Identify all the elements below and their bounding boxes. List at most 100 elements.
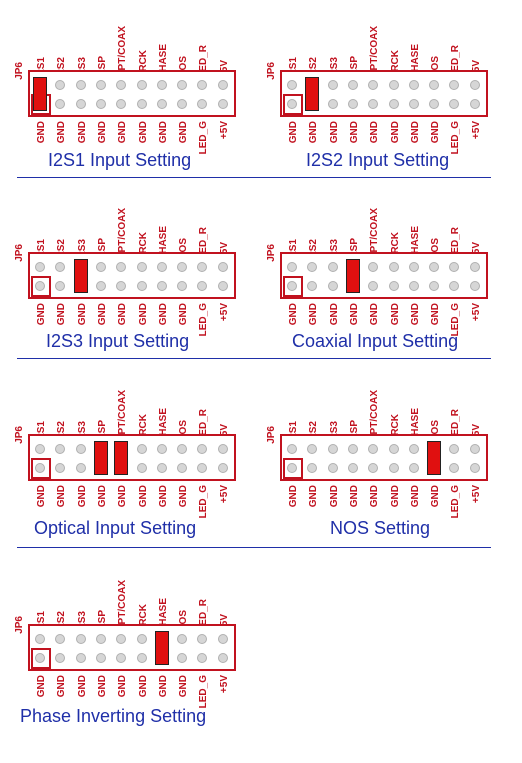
header-pin <box>136 653 147 663</box>
connector-label: JP6 <box>14 616 25 634</box>
pin-label-bottom: GND <box>96 485 108 508</box>
header-pin <box>75 463 86 473</box>
pin-label-bottom: GND <box>348 485 360 508</box>
jumper-shunt <box>427 441 442 475</box>
header-pin <box>136 281 147 291</box>
header-pin <box>177 444 188 454</box>
header-pin <box>327 281 338 291</box>
header-pin <box>156 444 167 454</box>
pin-label-bottom: GND <box>348 121 360 144</box>
header-pin <box>177 281 188 291</box>
header-pin <box>429 80 440 90</box>
header-pin <box>449 262 460 272</box>
header-pin <box>368 99 379 109</box>
header-pin <box>449 99 460 109</box>
pin-header <box>28 624 236 671</box>
setting-caption: I2S2 Input Setting <box>306 150 450 170</box>
pin-label-bottom: GND <box>389 485 401 508</box>
header-pin <box>177 262 188 272</box>
pin-label-bottom: GND <box>117 675 129 698</box>
pin-header <box>280 70 488 117</box>
header-pin <box>388 281 399 291</box>
header-pin <box>347 463 358 473</box>
header-pin <box>217 444 228 454</box>
pin-header <box>28 252 236 299</box>
pin-label-bottom: GND <box>288 303 299 326</box>
header-pin <box>287 281 297 291</box>
header-pin <box>55 634 66 644</box>
header-pin <box>217 463 228 473</box>
header-pin <box>327 463 338 473</box>
pin-header <box>28 70 236 117</box>
connector-label: JP6 <box>266 62 277 80</box>
pin-label-bottom: GND <box>409 121 421 144</box>
setting-caption: Optical Input Setting <box>34 518 197 538</box>
header-pin <box>177 653 188 663</box>
pin-header <box>28 434 236 481</box>
pin-label-bottom: GND <box>369 121 381 144</box>
header-pin <box>287 262 297 272</box>
pin1-marker <box>31 648 51 669</box>
header-pin <box>449 463 460 473</box>
pin-label-bottom: GND <box>157 485 169 508</box>
pin-label-bottom: GND <box>117 485 129 508</box>
pin-label-bottom: GND <box>308 303 320 326</box>
header-pin <box>75 80 86 90</box>
header-pin <box>35 634 45 644</box>
header-pin <box>55 653 66 663</box>
header-pin <box>368 262 379 272</box>
pin-label-bottom: GND <box>389 303 401 326</box>
pin-header <box>280 434 488 481</box>
pin-label-bottom: GND <box>157 303 169 326</box>
setting-caption: I2S1 Input Setting <box>48 150 192 170</box>
pin-label-bottom: GND <box>178 485 190 508</box>
pin-label-bottom: GND <box>76 303 88 326</box>
header-pin <box>408 80 419 90</box>
pin-label-bottom: GND <box>96 303 108 326</box>
pin-label-bottom: GND <box>137 675 149 698</box>
connector-label: JP6 <box>14 62 25 80</box>
header-pin <box>368 444 379 454</box>
header-pin <box>116 262 127 272</box>
header-pin <box>55 80 66 90</box>
header-pin <box>327 99 338 109</box>
section-divider <box>17 547 491 548</box>
pin-label-bottom: +5V <box>218 485 230 504</box>
header-pin <box>55 99 66 109</box>
header-pin <box>347 444 358 454</box>
pin-label-bottom: GND <box>369 485 381 508</box>
header-pin <box>408 444 419 454</box>
header-pin <box>388 463 399 473</box>
pin-label-bottom: LED_G <box>198 303 210 337</box>
header-pin <box>388 444 399 454</box>
pin-label-bottom: GND <box>117 303 129 326</box>
header-pin <box>95 281 106 291</box>
header-pin <box>327 444 338 454</box>
header-pin <box>287 99 297 109</box>
pin-label-bottom: GND <box>430 303 442 326</box>
pin-label-bottom: GND <box>389 121 401 144</box>
header-pin <box>469 463 480 473</box>
pin-label-bottom: GND <box>328 121 340 144</box>
pin-label-bottom: LED_G <box>198 675 210 709</box>
header-pin <box>156 281 167 291</box>
header-pin <box>156 262 167 272</box>
header-pin <box>136 444 147 454</box>
pin-label-bottom: GND <box>76 121 88 144</box>
header-pin <box>429 281 440 291</box>
pin-label-bottom: GND <box>178 303 190 326</box>
header-pin <box>116 653 127 663</box>
jumper-shunt <box>93 441 108 475</box>
header-pin <box>35 281 45 291</box>
header-pin <box>327 262 338 272</box>
header-pin <box>55 281 66 291</box>
pin-label-bottom: GND <box>288 485 299 508</box>
